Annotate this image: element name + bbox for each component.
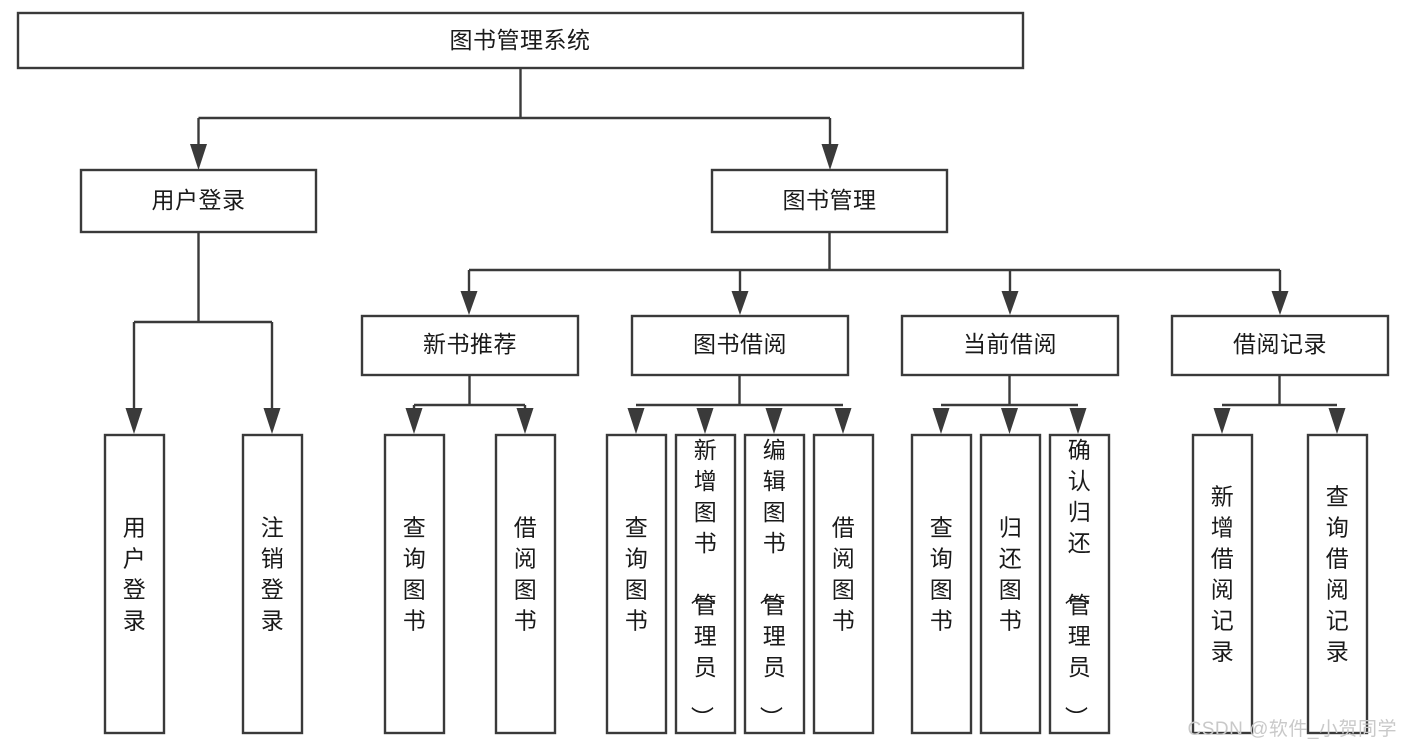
arrow-head-icon (834, 408, 852, 434)
node-user-login-box[interactable] (79, 168, 318, 234)
arrow-head-icon (405, 408, 423, 434)
node-book-borrow[interactable]: 图书借阅 (630, 314, 850, 377)
node-leaf-confirm-return-label: 确认归还（管理员） (1063, 437, 1092, 730)
node-leaf-user-login-label: 用户登录 (123, 515, 147, 634)
node-leaf-query-book-3-label: 查询图书 (930, 515, 954, 634)
arrow-head-icon (1271, 291, 1289, 315)
node-leaf-add-record-box[interactable] (1191, 433, 1254, 735)
node-leaf-user-login[interactable] (103, 433, 166, 735)
arrow-head-icon (1328, 408, 1346, 434)
node-leaf-query-book-1-label: 查询图书 (403, 515, 427, 634)
node-leaf-borrow-book-1[interactable] (494, 433, 557, 735)
node-borrow-record-label: 借阅记录 (1233, 331, 1327, 357)
node-leaf-edit-book[interactable] (743, 433, 806, 735)
node-leaf-query-book-1[interactable] (383, 433, 446, 735)
arrow-head-icon (516, 408, 534, 434)
node-leaf-query-book-3[interactable] (910, 433, 973, 735)
node-new-book-recommend-label: 新书推荐 (423, 331, 517, 357)
arrow-head-icon (1213, 408, 1231, 434)
node-leaf-confirm-return-box[interactable] (1048, 433, 1111, 735)
node-leaf-add-record[interactable] (1191, 433, 1254, 735)
node-user-login[interactable]: 用户登录 (79, 168, 318, 234)
node-leaf-add-book[interactable] (674, 433, 737, 735)
node-leaf-logout-box[interactable] (241, 433, 304, 735)
node-new-book-recommend-box[interactable] (360, 314, 580, 377)
node-new-book-recommend[interactable]: 新书推荐 (360, 314, 580, 377)
node-root-label: 图书管理系统 (450, 27, 591, 53)
node-leaf-query-book-1-box[interactable] (383, 433, 446, 735)
node-book-borrow-label: 图书借阅 (693, 331, 787, 357)
node-leaf-add-record-label: 新增借阅记录 (1211, 484, 1235, 665)
node-user-login-label: 用户登录 (152, 187, 246, 213)
node-leaf-borrow-book-2[interactable] (812, 433, 875, 735)
arrow-head-icon (190, 144, 207, 170)
node-leaf-edit-book-label: 编辑图书（管理员） (758, 437, 787, 730)
node-leaf-user-login-box[interactable] (103, 433, 166, 735)
node-leaf-confirm-return[interactable] (1048, 433, 1111, 735)
node-leaf-query-book-2-box[interactable] (605, 433, 668, 735)
connector-group-new-book (405, 375, 534, 434)
node-leaf-return-book-box[interactable] (979, 433, 1042, 735)
node-book-management[interactable]: 图书管理 (710, 168, 949, 234)
arrow-head-icon (932, 408, 950, 434)
node-leaf-return-book[interactable] (979, 433, 1042, 735)
arrow-head-icon (460, 291, 478, 315)
node-leaf-edit-book-box[interactable] (743, 433, 806, 735)
node-leaf-add-book-box[interactable] (674, 433, 737, 735)
node-leaf-borrow-book-1-label: 借阅图书 (514, 515, 538, 634)
node-leaf-query-book-3-box[interactable] (910, 433, 973, 735)
connector-group-root (190, 68, 839, 170)
arrow-head-icon (765, 408, 783, 434)
node-leaf-query-book-2[interactable] (605, 433, 668, 735)
node-book-management-label: 图书管理 (783, 187, 877, 213)
arrow-head-icon (1001, 291, 1019, 315)
node-current-borrow[interactable]: 当前借阅 (900, 314, 1120, 377)
node-current-borrow-box[interactable] (900, 314, 1120, 377)
vertical-labels-group: 用户登录 注销登录 查询图书 借阅图书 查询图书 新增图书（管理员） 编辑图书（… (123, 437, 1350, 730)
node-leaf-query-record-box[interactable] (1306, 433, 1369, 735)
arrow-head-icon (731, 291, 749, 315)
connector-group-book-mgmt (460, 232, 1289, 315)
node-leaf-borrow-book-2-label: 借阅图书 (832, 515, 856, 634)
node-leaf-add-book-label: 新增图书（管理员） (689, 437, 718, 730)
node-leaf-query-record[interactable] (1306, 433, 1369, 735)
node-book-management-box[interactable] (710, 168, 949, 234)
node-leaf-logout-label: 注销登录 (261, 515, 285, 634)
node-root[interactable]: 图书管理系统 (16, 11, 1025, 70)
node-leaf-borrow-book-2-box[interactable] (812, 433, 875, 735)
arrow-head-icon (696, 408, 714, 434)
connector-group-borrow-record (1213, 375, 1346, 434)
node-leaf-query-record-label: 查询借阅记录 (1326, 484, 1350, 665)
node-leaf-logout[interactable] (241, 433, 304, 735)
connector-group-book-borrow (627, 375, 852, 434)
node-leaf-borrow-book-1-box[interactable] (494, 433, 557, 735)
node-borrow-record-box[interactable] (1170, 314, 1390, 377)
connector-group-user-login (125, 232, 281, 434)
connector-group-current-borrow (932, 375, 1087, 434)
node-book-borrow-box[interactable] (630, 314, 850, 377)
arrow-head-icon (627, 408, 645, 434)
arrow-head-icon (1001, 408, 1018, 434)
node-leaf-return-book-label: 归还图书 (999, 515, 1023, 634)
arrow-head-icon (821, 144, 839, 170)
arrow-head-icon (125, 408, 143, 434)
node-leaf-query-book-2-label: 查询图书 (625, 515, 649, 634)
arrow-head-icon (263, 408, 281, 434)
arrow-head-icon (1069, 408, 1087, 434)
node-root-box[interactable] (16, 11, 1025, 70)
node-borrow-record[interactable]: 借阅记录 (1170, 314, 1390, 377)
node-current-borrow-label: 当前借阅 (963, 331, 1057, 357)
